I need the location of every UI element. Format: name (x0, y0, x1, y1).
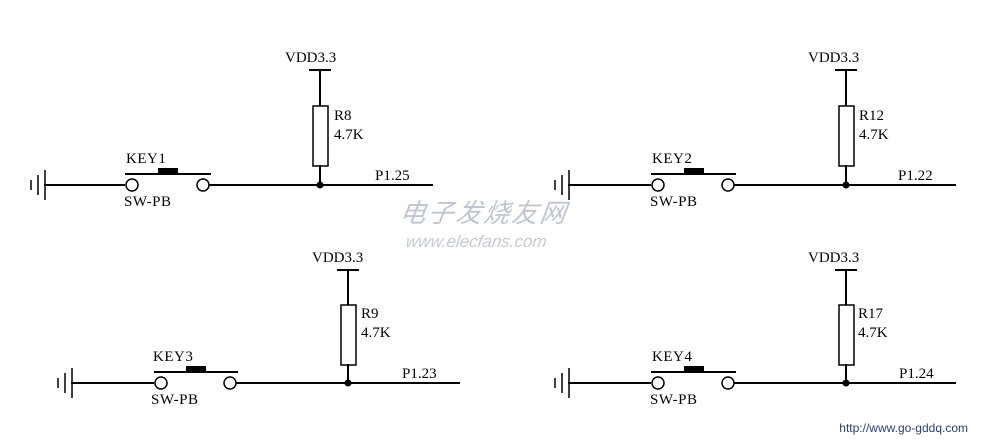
switch-type-label: SW-PB (650, 392, 698, 408)
net-label: P1.22 (898, 168, 933, 184)
circuit-key3: VDD3.3 R9 4.7K P1.23 KEY3 SW-PB (57, 250, 460, 408)
key-label: KEY4 (652, 349, 692, 365)
key-label: KEY2 (652, 151, 692, 167)
resistor-name: R8 (334, 108, 352, 124)
resistor-value: 4.7K (334, 127, 364, 143)
switch-actuator-button (186, 366, 206, 372)
switch-actuator-button (684, 366, 704, 372)
power-label: VDD3.3 (808, 50, 859, 66)
resistor-name: R17 (858, 306, 884, 322)
key-label: KEY3 (153, 349, 193, 365)
switch-type-label: SW-PB (650, 194, 698, 210)
resistor-value: 4.7K (858, 325, 888, 341)
circuit-key4: VDD3.3 R17 4.7K P1.24 KEY4 SW-PB (554, 250, 956, 408)
watermark: 电子发烧友网 www.elecfans.com (398, 199, 571, 251)
switch-contact-left (154, 376, 168, 390)
net-label: P1.24 (899, 366, 934, 382)
switch-contact-right (721, 376, 735, 390)
ground-symbol (554, 368, 570, 398)
ground-symbol (30, 170, 46, 200)
resistor-body (312, 105, 329, 167)
circuit-key1: VDD3.3 R8 4.7K P1.25 KEY1 SW-PB (30, 50, 433, 210)
watermark-url: www.elecfans.com (405, 232, 548, 251)
watermark-cn: 电子发烧友网 (398, 199, 571, 228)
switch-type-label: SW-PB (151, 392, 199, 408)
switch-type-label: SW-PB (124, 194, 172, 210)
switch-contact-left (651, 178, 665, 192)
resistor-name: R9 (361, 306, 379, 322)
power-label: VDD3.3 (285, 50, 336, 66)
circuit-key2: VDD3.3 R12 4.7K P1.22 KEY2 SW-PB (554, 50, 956, 210)
net-label: P1.23 (402, 366, 437, 382)
switch-actuator-button (158, 168, 178, 174)
resistor-body (340, 304, 357, 366)
switch-contact-left (125, 178, 139, 192)
ground-symbol (57, 368, 73, 398)
power-label: VDD3.3 (808, 250, 859, 266)
ground-symbol (554, 170, 570, 200)
net-label: P1.25 (375, 168, 410, 184)
resistor-name: R12 (859, 108, 884, 124)
resistor-body (838, 304, 855, 366)
resistor-body (838, 105, 855, 167)
switch-contact-right (721, 178, 735, 192)
switch-actuator-button (684, 168, 704, 174)
power-label: VDD3.3 (312, 250, 363, 266)
resistor-value: 4.7K (859, 127, 889, 143)
key-label: KEY1 (126, 151, 166, 167)
footer-url[interactable]: http://www.go-gddq.com (839, 421, 968, 435)
switch-contact-right (196, 178, 210, 192)
resistor-value: 4.7K (361, 325, 391, 341)
switch-contact-left (651, 376, 665, 390)
switch-contact-right (223, 376, 237, 390)
